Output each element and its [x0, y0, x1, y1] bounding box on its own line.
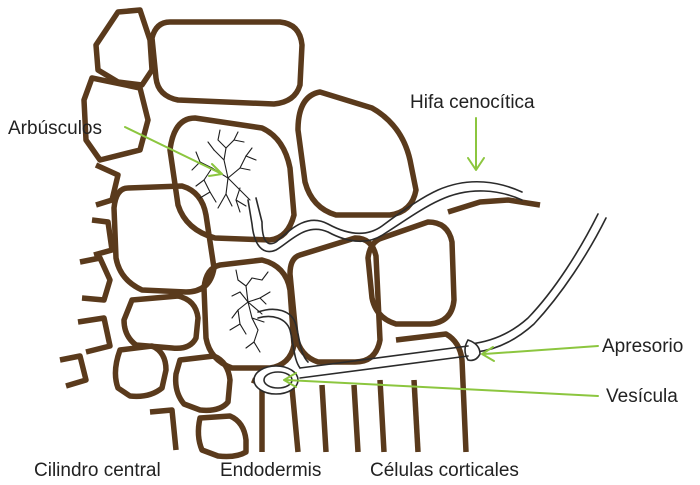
cell-arbuscule-1 — [170, 118, 294, 240]
leader-apresorio — [484, 346, 598, 354]
cell-small-left-3 — [124, 296, 198, 348]
leader-vesicula — [286, 380, 598, 396]
label-arbusculos: Arbúsculos — [8, 118, 102, 139]
cell-bottom-1 — [150, 410, 176, 450]
cell-small-left-6 — [176, 356, 230, 410]
cell-small-left-5 — [115, 346, 166, 396]
cell-small-left-2 — [80, 258, 110, 300]
cell-arbuscule-2 — [204, 260, 294, 368]
fungal-hyphae — [248, 182, 606, 394]
cell-bottom-7 — [414, 380, 418, 452]
cell-right-upper — [298, 92, 416, 215]
cell-outer-top — [96, 10, 152, 85]
cell-small-left-1 — [92, 220, 112, 255]
hypha-diagonal-b — [476, 218, 606, 352]
cell-bottom-4 — [292, 385, 326, 452]
label-hifa-cenocitica: Hifa cenocítica — [410, 92, 535, 113]
cell-bottom-5 — [354, 380, 384, 452]
cell-small-left-4 — [78, 318, 110, 352]
cell-mid-left — [114, 186, 214, 292]
cell-bottom-2 — [198, 416, 246, 457]
label-cilindro-central: Cilindro central — [34, 460, 161, 481]
label-apresorio: Apresorio — [602, 336, 683, 357]
cell-bottom-6 — [396, 334, 466, 452]
hypha-horizontal-a — [300, 346, 468, 368]
label-vesicula: Vesícula — [606, 386, 678, 407]
cell-small-left-7 — [60, 356, 86, 386]
cell-far-right — [448, 200, 540, 212]
label-celulas-corticales: Células corticales — [370, 460, 519, 481]
label-endodermis: Endodermis — [220, 460, 321, 481]
leader-lines — [125, 118, 598, 396]
cell-top — [152, 22, 302, 104]
